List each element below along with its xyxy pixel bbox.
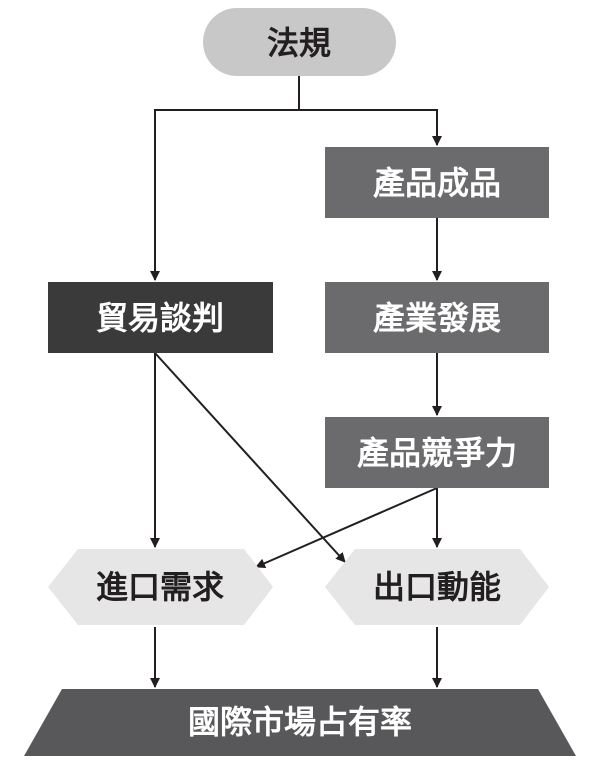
market-share-label: 國際市場占有率: [188, 703, 412, 741]
arrow-regulation-to-finished-products: [299, 109, 442, 146]
arrow-regulation-to-trade-negotiation: [150, 76, 300, 281]
industry-development-box: [325, 282, 549, 353]
node-finished-products: 產品成品: [325, 147, 549, 218]
regulation-label: 法規: [267, 24, 331, 62]
arrow-product-competitiveness-to-import-demand: [255, 487, 438, 568]
trade-negotiation-label: 貿易談判: [96, 299, 224, 337]
market-share-trapezoid: [24, 689, 576, 756]
node-industry-development: 產業發展: [325, 282, 549, 353]
export-momentum-label: 出口動能: [373, 568, 501, 606]
finished-products-box: [325, 147, 549, 218]
finished-products-label: 產品成品: [373, 164, 501, 202]
industry-development-label: 產業發展: [373, 299, 501, 337]
arrow-trade-negotiation-to-export-momentum: [154, 352, 346, 563]
import-demand-hexagon: [48, 549, 273, 625]
regulation-oval: [203, 8, 396, 76]
node-product-competitiveness: 產品競爭力: [325, 417, 549, 488]
node-market-share: 國際市場占有率: [24, 689, 576, 756]
node-regulation: 法規: [203, 8, 396, 76]
import-demand-label: 進口需求: [96, 568, 224, 606]
node-import-demand: 進口需求: [48, 549, 273, 625]
trade-negotiation-box: [48, 282, 273, 353]
node-trade-negotiation: 貿易談判: [48, 282, 273, 353]
product-competitiveness-label: 產品競爭力: [357, 434, 517, 472]
node-export-momentum: 出口動能: [325, 549, 549, 625]
connectors: [150, 76, 442, 688]
product-competitiveness-box: [325, 417, 549, 488]
export-momentum-hexagon: [325, 549, 549, 625]
